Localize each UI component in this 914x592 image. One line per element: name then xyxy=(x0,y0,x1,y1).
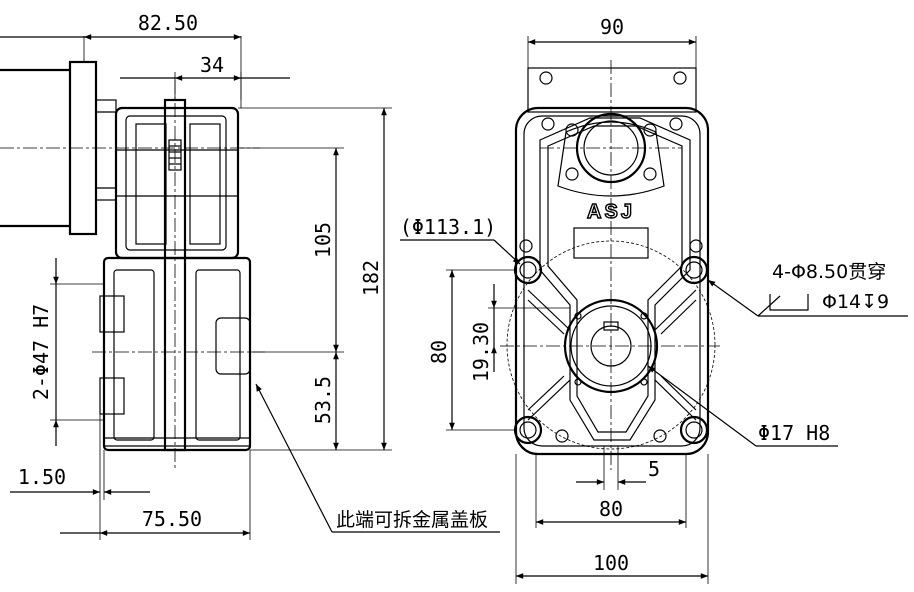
dim-bore: 2-Φ47 H7 xyxy=(29,304,53,400)
dim-bolt-circle: (Φ113.1) xyxy=(400,215,496,239)
note-removable-cover: 此端可拆金属盖板 xyxy=(336,509,488,531)
upper-housing xyxy=(114,106,240,260)
front-view: ASJ xyxy=(400,15,908,584)
dim-height-upper: 105 xyxy=(311,222,335,258)
dim-overall-shaft: 82.50 xyxy=(138,11,198,35)
dim-height-total: 182 xyxy=(359,260,383,296)
dim-flange-width: 34 xyxy=(200,53,224,77)
mount-holes xyxy=(513,117,709,445)
note-holes-line2: Φ14↧9 xyxy=(822,291,889,313)
side-view: 82.50 34 105 182 53.5 2-Φ47 H7 1.50 xyxy=(0,11,500,540)
gearbox-housing xyxy=(514,106,710,456)
top-tab xyxy=(527,67,697,113)
dim-offset-small: 1.50 xyxy=(18,465,66,489)
dim-keyway: 5 xyxy=(648,457,660,481)
dim-depth: 75.50 xyxy=(142,507,202,531)
dim-top-width: 90 xyxy=(600,15,624,39)
dim-bottom-total: 100 xyxy=(593,551,629,575)
brand-logo: ASJ xyxy=(587,201,635,223)
lower-housing xyxy=(99,256,252,452)
note-holes-line1: 4-Φ8.50贯穿 xyxy=(772,261,886,283)
dim-shaft-bore: Φ17 H8 xyxy=(758,421,830,445)
dim-shaft-offset: 19.30 xyxy=(469,322,493,382)
dim-bottom-inner: 80 xyxy=(599,497,623,521)
dim-lower-offset: 53.5 xyxy=(311,376,335,424)
dim-mount-spacing: 80 xyxy=(427,340,451,364)
